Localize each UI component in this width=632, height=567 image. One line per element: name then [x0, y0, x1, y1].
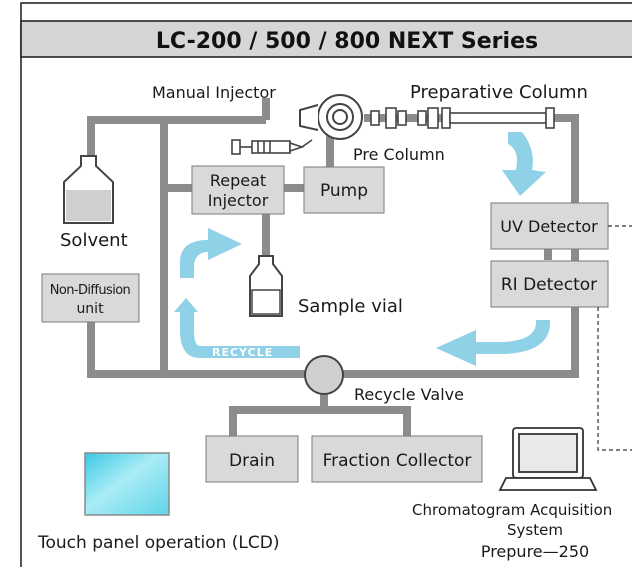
pre-column-fittings [370, 107, 439, 129]
title-bar [20, 20, 632, 58]
manual-injector-label: Manual Injector [152, 83, 276, 102]
chromatogram-label-3: Prepure—250 [481, 542, 589, 561]
manual-injector [299, 94, 363, 140]
fraction-collector-label: Fraction Collector [323, 451, 472, 471]
non-diffusion-label-2: unit [76, 301, 104, 317]
lcd-panel-icon [84, 452, 170, 516]
recycle-label: RECYCLE [212, 346, 273, 359]
pump-box [303, 166, 385, 214]
ri-detector-label: RI Detector [501, 275, 597, 295]
drain-box [205, 435, 299, 483]
preparative-column-label: Preparative Column [410, 82, 588, 103]
uv-detector-box [490, 202, 609, 250]
preparative-column [441, 107, 555, 129]
solvent-label: Solvent [60, 230, 128, 251]
recycle-valve [304, 355, 344, 395]
sample-vial-label: Sample vial [298, 296, 403, 317]
arrow-top-right [502, 132, 546, 196]
recycle-valve-label: Recycle Valve [354, 385, 464, 404]
ri-detector-box [490, 260, 609, 308]
arrow-bottom-right [436, 320, 551, 366]
non-diffusion-unit [41, 273, 140, 323]
sample-vial-icon [249, 255, 283, 317]
fraction-collector-box [311, 435, 483, 483]
repeat-injector-label-1: Repeat [210, 171, 266, 190]
computer-icon [498, 427, 598, 491]
pre-column-label: Pre Column [353, 145, 445, 164]
drain-label: Drain [229, 451, 275, 471]
arrow-left-up [180, 228, 242, 278]
pipe-valve-down [229, 392, 411, 436]
syringe-icon [231, 139, 313, 155]
chromatogram-label-2: System [507, 521, 563, 539]
repeat-injector-label-2: Injector [208, 191, 269, 210]
non-diffusion-label-1: Non-Diffusion [50, 283, 131, 298]
touch-panel-label: Touch panel operation (LCD) [37, 533, 280, 553]
pipe-top-left [164, 98, 270, 124]
arrow-recycle [174, 298, 300, 358]
solvent-bottle-icon [63, 155, 114, 224]
signal-lines [597, 225, 632, 451]
pump-label: Pump [320, 181, 368, 201]
uv-detector-label: UV Detector [500, 217, 598, 236]
pipe-left-loop [87, 116, 168, 378]
page-title: LC-200 / 500 / 800 NEXT Series [156, 29, 538, 54]
repeat-injector-box [191, 165, 285, 215]
chromatogram-label-1: Chromatogram Acquisition [412, 501, 612, 519]
flow-arrows [174, 132, 551, 366]
